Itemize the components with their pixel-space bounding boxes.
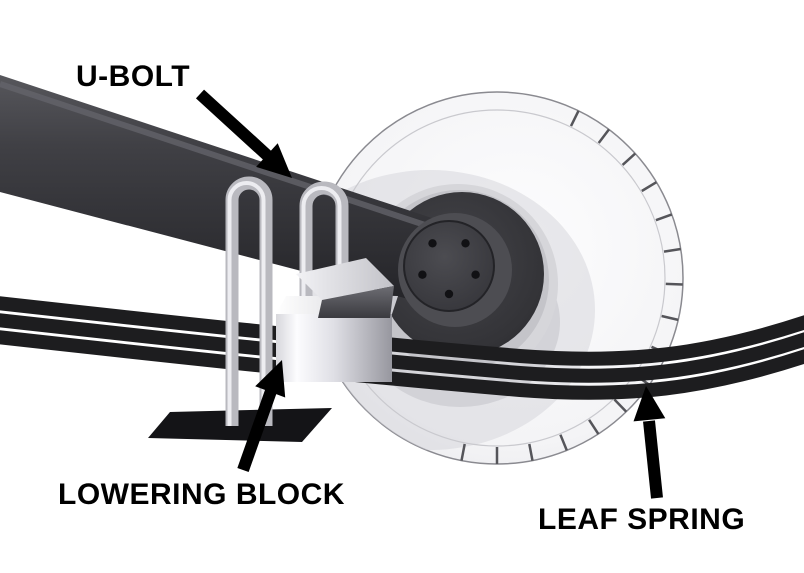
lowering-block-arrow: [237, 360, 286, 473]
leaf-2: [0, 313, 804, 383]
leaf-spring: [0, 296, 804, 400]
leaf-1: [0, 296, 804, 366]
wedge-spacer-front: [318, 286, 394, 318]
axle-highlight: [0, 81, 447, 235]
callout-arrows: [195, 89, 666, 499]
u-bolt-arrow: [195, 89, 292, 178]
u-bolt-front: [225, 176, 273, 426]
mounting-plate: [148, 408, 332, 442]
u-bolt-label: U-BOLT: [76, 60, 191, 93]
u-bolt-rear: [299, 181, 349, 296]
leaf-spring-label: LEAF SPRING: [538, 503, 746, 536]
leaf-spring-arrow: [633, 386, 666, 499]
wheel-studs: [418, 239, 480, 299]
u-bolt-front-highlight: [227, 181, 266, 426]
wedge-spacer-top: [296, 258, 394, 300]
axle-end-cap: [403, 220, 495, 312]
leaf-3: [0, 330, 804, 400]
u-bolt-rear-highlight: [301, 186, 342, 296]
lowering-block: [276, 258, 398, 382]
lowering-block-front: [276, 314, 392, 382]
lowering-block-label: LOWERING BLOCK: [58, 478, 345, 511]
